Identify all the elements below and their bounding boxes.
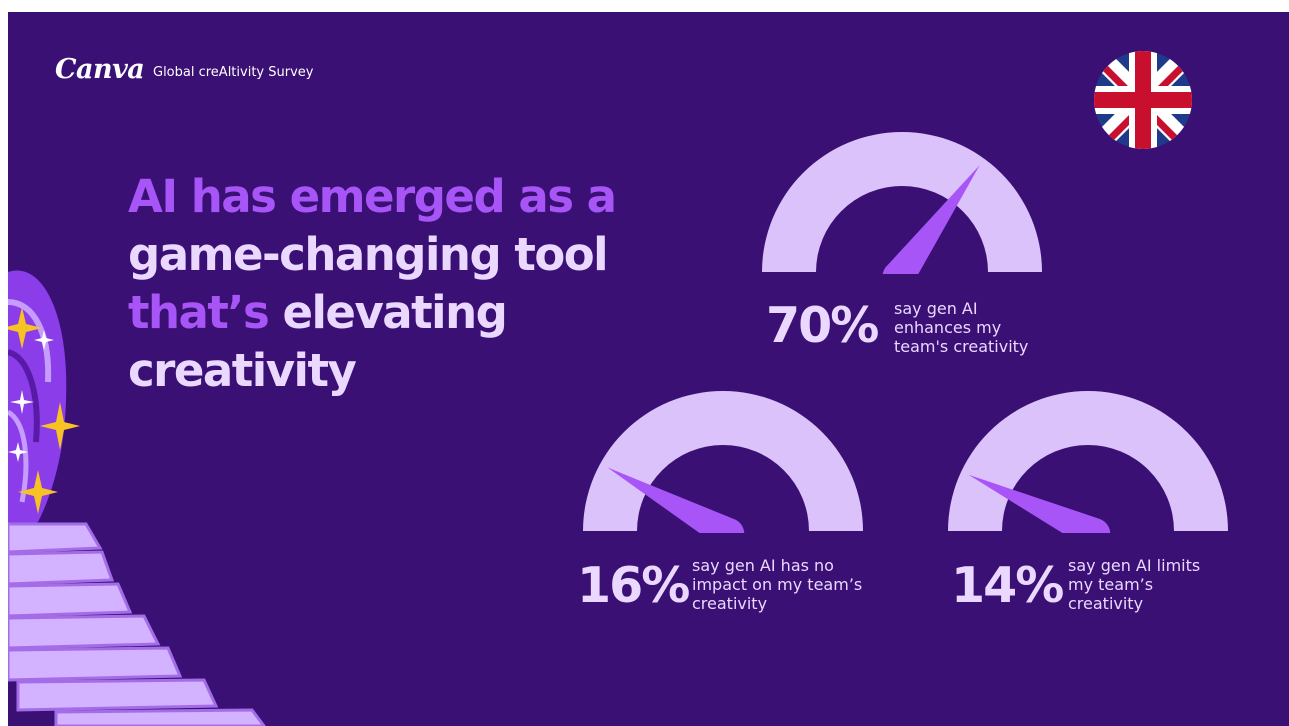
staircase-illustration xyxy=(8,270,266,726)
headline-line-2: game-changing tool xyxy=(128,228,609,281)
swirl-stripe xyxy=(8,349,40,443)
stat-percent-limits: 14% xyxy=(951,557,1064,614)
gauge-no-impact xyxy=(583,391,863,533)
gauge-needle xyxy=(968,474,1111,533)
uk-flag-icon xyxy=(1094,51,1192,149)
survey-title: Global creAltivity Survey xyxy=(153,65,314,80)
stat-percent-no-impact: 16% xyxy=(577,557,690,614)
stat-description-enhances: say gen AI enhances my team's creativity xyxy=(894,299,1028,356)
stat-line: enhances my xyxy=(894,318,1002,337)
headline-line-3-rest: elevating xyxy=(268,286,507,339)
stat-percent-enhances: 70% xyxy=(766,297,879,354)
slide: Canva Global creAltivity Survey AI has e… xyxy=(8,12,1289,726)
stat-description-no-impact: say gen AI has no impact on my team’s cr… xyxy=(692,556,862,613)
headline-accent-word: that’s xyxy=(128,286,270,339)
gauge-enhances xyxy=(762,132,1042,274)
stat-line: my team’s xyxy=(1068,575,1154,594)
stat-description-limits: say gen AI limits my team’s creativity xyxy=(1068,556,1200,613)
swirl-stripe xyxy=(8,299,52,383)
gauge-limits xyxy=(948,391,1228,533)
headline: AI has emerged as a game-changing tool t… xyxy=(128,168,688,400)
gauge-needle xyxy=(882,165,980,274)
gauge-arc xyxy=(948,391,1228,531)
gauge-needle xyxy=(607,467,745,533)
stat-line: creativity xyxy=(692,594,768,613)
stat-line: team's creativity xyxy=(894,337,1029,356)
swirl-stripe xyxy=(8,409,29,503)
sparkle-icon xyxy=(8,307,80,514)
stairs xyxy=(8,522,266,726)
headline-line-1: AI has emerged as a xyxy=(128,170,617,223)
gauge-arc xyxy=(762,132,1042,272)
stat-line: creativity xyxy=(1068,594,1144,613)
headline-line-4: creativity xyxy=(128,344,357,397)
canva-logo: Canva xyxy=(55,54,145,85)
sparkle-icon xyxy=(8,330,54,462)
gauge-arc xyxy=(583,391,863,531)
stat-line: impact on my team’s xyxy=(692,575,863,594)
stat-line: say gen AI xyxy=(894,299,978,318)
headline-line-3: that’s elevating xyxy=(128,284,688,342)
stat-line: say gen AI has no xyxy=(692,556,834,575)
stat-line: say gen AI limits xyxy=(1068,556,1201,575)
